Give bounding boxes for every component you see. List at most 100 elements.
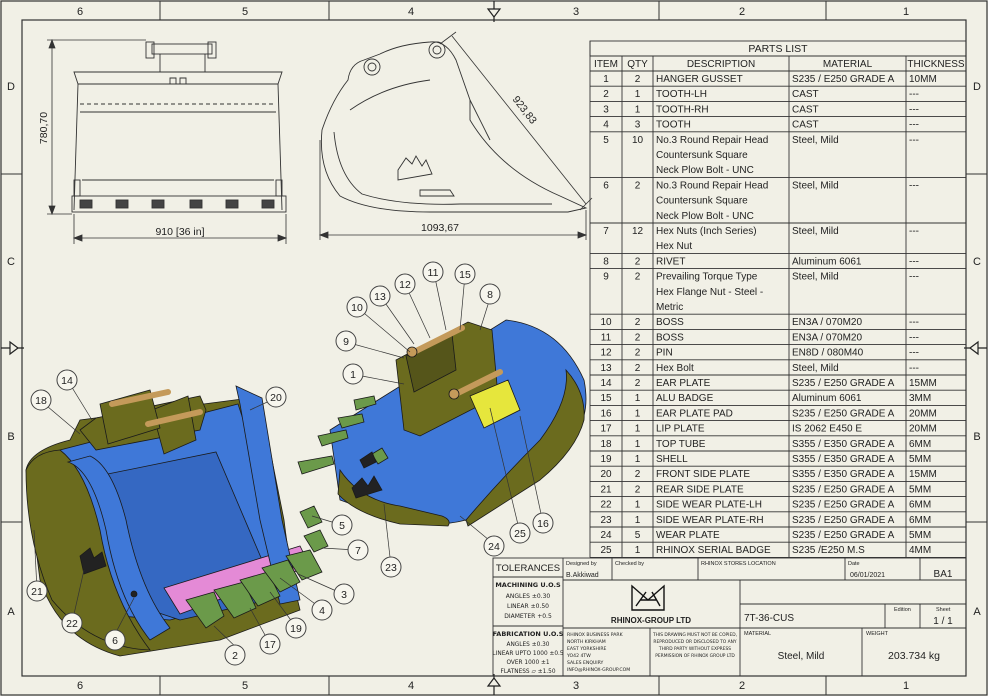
zone-bottom-6: 6 <box>77 680 83 692</box>
zone-top-4: 4 <box>408 6 414 18</box>
parts-item-number: 3 <box>603 104 609 115</box>
parts-thickness: --- <box>909 120 919 131</box>
balloon-23: 23 <box>380 556 402 578</box>
parts-material: Aluminum 6061 <box>792 256 862 267</box>
parts-qty: 2 <box>635 363 641 374</box>
parts-list-title: PARTS LIST <box>748 43 808 55</box>
parts-qty: 12 <box>632 226 644 237</box>
balloon-13: 13 <box>369 285 391 307</box>
balloon-11: 11 <box>422 261 444 283</box>
parts-qty: 1 <box>635 393 641 404</box>
parts-thickness: 6MM <box>909 515 931 526</box>
balloon-14: 14 <box>56 369 78 391</box>
parts-qty: 2 <box>635 180 641 191</box>
parts-description: Neck Plow Bolt - UNC <box>656 165 754 176</box>
machining-line-1: ANGLES ±0.30 <box>506 593 551 600</box>
front-view-dims <box>47 38 288 244</box>
parts-thickness: --- <box>909 332 919 343</box>
balloon-7: 7 <box>347 539 369 561</box>
parts-description: PIN <box>656 348 673 359</box>
fabrication-label: FABRICATION U.O.S <box>493 630 564 638</box>
address-line-1: RHINOX BUSINESS PARK <box>567 632 624 638</box>
balloon-15: 15 <box>454 263 476 285</box>
parts-thickness: --- <box>909 363 919 374</box>
parts-qty: 10 <box>632 135 644 146</box>
svg-text:10: 10 <box>351 302 363 314</box>
svg-text:24: 24 <box>488 541 500 553</box>
parts-item-number: 4 <box>603 120 609 131</box>
fabrication-line-1: ANGLES ±0.30 <box>507 642 550 648</box>
parts-item-number: 20 <box>600 469 612 480</box>
svg-text:6: 6 <box>112 635 118 647</box>
parts-thickness: --- <box>909 256 919 267</box>
parts-description: TOOTH-RH <box>656 104 709 115</box>
parts-thickness: 20MM <box>909 408 937 419</box>
parts-description: ALU BADGE <box>656 393 714 404</box>
svg-text:21: 21 <box>31 586 43 598</box>
zone-bottom-5: 5 <box>242 680 248 692</box>
parts-qty: 1 <box>635 454 641 465</box>
parts-description: TOP TUBE <box>656 439 706 450</box>
machining-line-2: LINEAR ±0.50 <box>507 603 549 610</box>
parts-qty: 1 <box>635 515 641 526</box>
parts-description: Prevailing Torque Type <box>656 272 758 283</box>
parts-item-number: 8 <box>603 256 609 267</box>
parts-material: Aluminum 6061 <box>792 393 862 404</box>
notice-line-2: REPRODUCED OR DISCLOSED TO ANY <box>653 639 737 645</box>
parts-description: Neck Plow Bolt - UNC <box>656 211 754 222</box>
parts-material: Steel, Mild <box>792 135 839 146</box>
parts-description: BOSS <box>656 332 684 343</box>
parts-material: CAST <box>792 89 819 100</box>
parts-material: Steel, Mild <box>792 180 839 191</box>
date-value: 06/01/2021 <box>850 572 885 579</box>
parts-description: No.3 Round Repair Head <box>656 180 768 191</box>
balloon-24: 24 <box>483 535 505 557</box>
svg-text:20: 20 <box>270 392 282 404</box>
company-logo <box>631 584 665 611</box>
parts-description: SIDE WEAR PLATE-LH <box>656 500 762 511</box>
parts-qty: 2 <box>635 484 641 495</box>
parts-item-number: 5 <box>603 135 609 146</box>
parts-thickness: --- <box>909 272 919 283</box>
side-width-dimension: 1093,67 <box>421 222 459 234</box>
parts-description: Hex Nut <box>656 241 692 252</box>
svg-text:17: 17 <box>264 639 276 651</box>
parts-thickness: 6MM <box>909 500 931 511</box>
balloon-16: 16 <box>532 512 554 534</box>
parts-description: HANGER GUSSET <box>656 74 743 85</box>
parts-material: IS 2062 E450 E <box>792 424 862 435</box>
parts-thickness: 5MM <box>909 530 931 541</box>
balloon-10: 10 <box>346 296 368 318</box>
zone-top-2: 2 <box>739 6 745 18</box>
parts-qty: 2 <box>635 272 641 283</box>
svg-text:9: 9 <box>343 336 349 348</box>
balloon-5: 5 <box>331 514 353 536</box>
parts-item-number: 17 <box>600 424 612 435</box>
parts-qty: 3 <box>635 120 641 131</box>
parts-material: CAST <box>792 120 819 131</box>
parts-item-number: 14 <box>600 378 612 389</box>
parts-thickness: 20MM <box>909 424 937 435</box>
balloon-17: 17 <box>259 633 281 655</box>
parts-item-number: 1 <box>603 74 609 85</box>
svg-text:11: 11 <box>428 267 439 279</box>
part-balloons: 1 2 3 4 5 6 7 8 9 10 11 12 13 14 15 16 1… <box>26 261 554 666</box>
parts-item-number: 13 <box>600 363 612 374</box>
parts-qty: 1 <box>635 439 641 450</box>
parts-list-header-material: MATERIAL <box>823 59 873 70</box>
address-line-5: SALES ENQUIRY <box>567 660 604 666</box>
